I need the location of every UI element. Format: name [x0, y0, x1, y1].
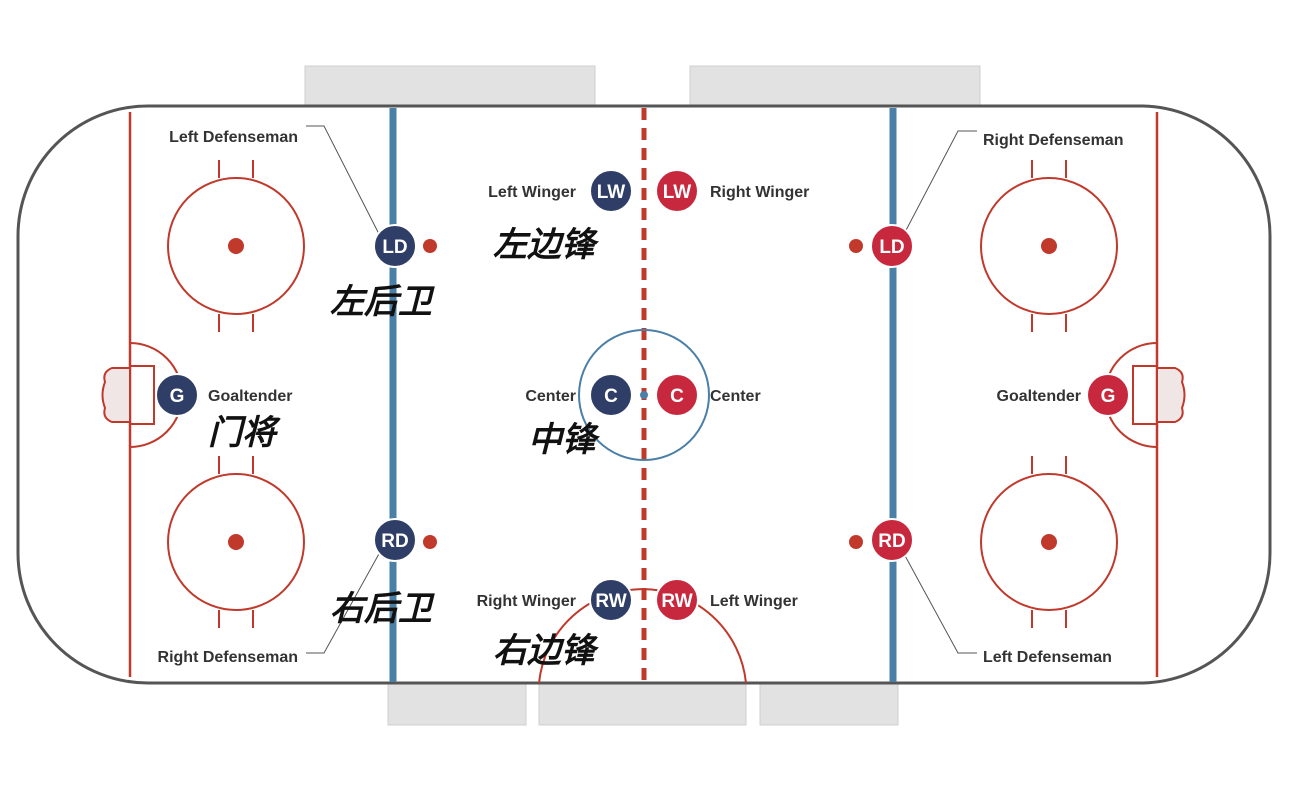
label-right-lw: Right Winger — [710, 184, 809, 201]
player-right-rd: RD — [870, 518, 914, 562]
player-left-rd: RD — [373, 518, 417, 562]
faceoff-circle-left-bottom — [167, 456, 305, 628]
leader-right-ld — [902, 130, 977, 237]
neutral-dot-right-top — [849, 239, 863, 253]
label-left-rd: Right Defenseman — [158, 649, 298, 666]
cn-label-g: 门将 — [208, 413, 281, 453]
svg-text:RW: RW — [595, 591, 626, 612]
leader-left-ld — [306, 125, 381, 237]
svg-text:RD: RD — [878, 531, 905, 552]
goal-net-left — [101, 367, 131, 423]
player-left-lw: LW — [589, 169, 633, 213]
label-right-rw: Left Winger — [710, 593, 798, 610]
goal-frame-right — [1132, 365, 1158, 425]
svg-text:C: C — [604, 386, 618, 407]
label-left-rw: Right Winger — [477, 593, 576, 610]
label-left-g: Goaltender — [208, 388, 292, 405]
neutral-dot-left-bottom — [423, 535, 437, 549]
player-right-c: C — [655, 373, 699, 417]
svg-text:LD: LD — [382, 237, 407, 258]
bench-top-right — [689, 65, 981, 107]
goal-frame-left — [129, 365, 155, 425]
player-right-lw: LW — [655, 169, 699, 213]
center-faceoff-dot — [640, 391, 648, 399]
cn-label-c: 中锋 — [528, 420, 601, 460]
cn-label-lw: 左边锋 — [493, 225, 600, 265]
label-right-c: Center — [710, 388, 761, 405]
cn-label-rw: 右边锋 — [493, 631, 600, 671]
svg-text:G: G — [1101, 386, 1116, 407]
player-left-rw: RW — [589, 578, 633, 622]
player-right-rw: RW — [655, 578, 699, 622]
svg-text:LW: LW — [597, 182, 626, 203]
center-faceoff-circle — [578, 329, 710, 461]
player-right-ld: LD — [870, 224, 914, 268]
svg-text:LD: LD — [879, 237, 904, 258]
label-right-rd: Left Defenseman — [983, 649, 1112, 666]
cn-label-rd: 右后卫 — [330, 589, 435, 629]
bench-top-left — [304, 65, 596, 107]
faceoff-circle-right-bottom — [980, 456, 1118, 628]
player-left-ld: LD — [373, 224, 417, 268]
scorekeeper-box — [538, 682, 747, 726]
svg-text:RW: RW — [661, 591, 692, 612]
player-left-g: G — [155, 373, 199, 417]
neutral-dot-left-top — [423, 239, 437, 253]
leader-right-rd — [902, 551, 977, 654]
svg-text:G: G — [170, 386, 185, 407]
label-left-ld: Left Defenseman — [169, 129, 298, 146]
penalty-box-left — [387, 682, 527, 726]
faceoff-circle-right-top — [980, 160, 1118, 332]
svg-text:RD: RD — [381, 531, 408, 552]
label-left-c: Center — [525, 388, 576, 405]
label-left-lw: Left Winger — [488, 184, 576, 201]
label-right-ld: Right Defenseman — [983, 132, 1123, 149]
svg-text:C: C — [670, 386, 684, 407]
label-right-g: Goaltender — [997, 388, 1081, 405]
faceoff-circle-left-top — [167, 160, 305, 332]
penalty-box-right — [759, 682, 899, 726]
goal-net-right — [1156, 367, 1186, 423]
player-left-c: C — [589, 373, 633, 417]
svg-text:LW: LW — [663, 182, 692, 203]
cn-label-ld: 左后卫 — [330, 282, 435, 322]
neutral-dot-right-bottom — [849, 535, 863, 549]
leader-left-rd — [306, 551, 381, 654]
player-right-g: G — [1086, 373, 1130, 417]
